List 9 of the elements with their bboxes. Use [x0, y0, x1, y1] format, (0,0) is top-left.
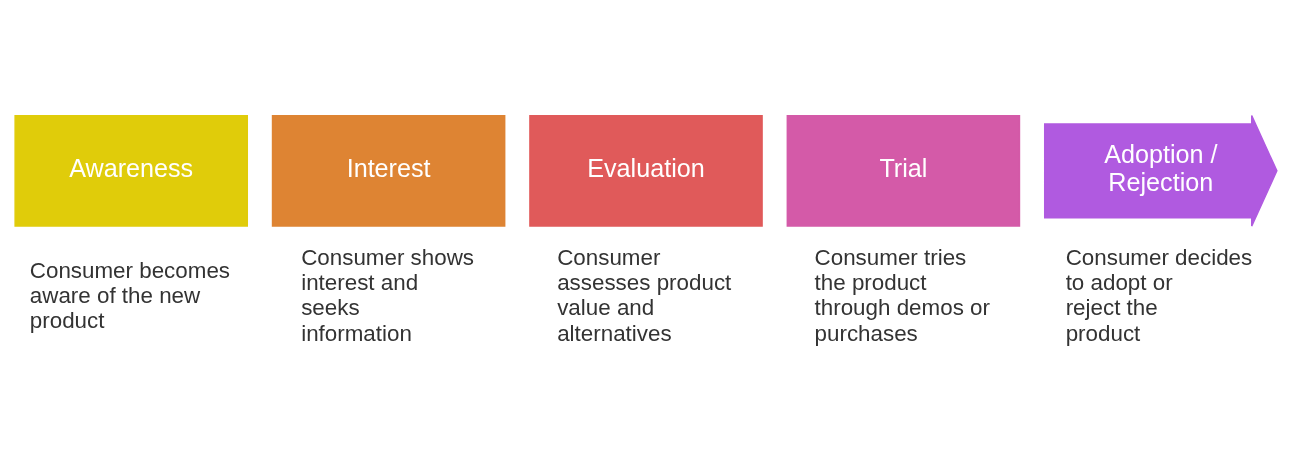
node-label: Consumer shows interest and seeks information	[301, 245, 475, 346]
node-label: Consumer becomes aware of the new product	[29, 257, 231, 333]
node-label: Consumer tries the product through demos or purchases	[814, 245, 990, 346]
node-box: Awareness	[14, 114, 248, 227]
node-box: Interest	[271, 114, 506, 227]
node-label: Consumer decides to adopt or reject the product	[1065, 245, 1253, 346]
node-label: Consumer assesses product value and alternatives	[557, 245, 732, 346]
node-box: Trial	[786, 114, 1021, 227]
node-box: Evaluation	[529, 114, 763, 227]
